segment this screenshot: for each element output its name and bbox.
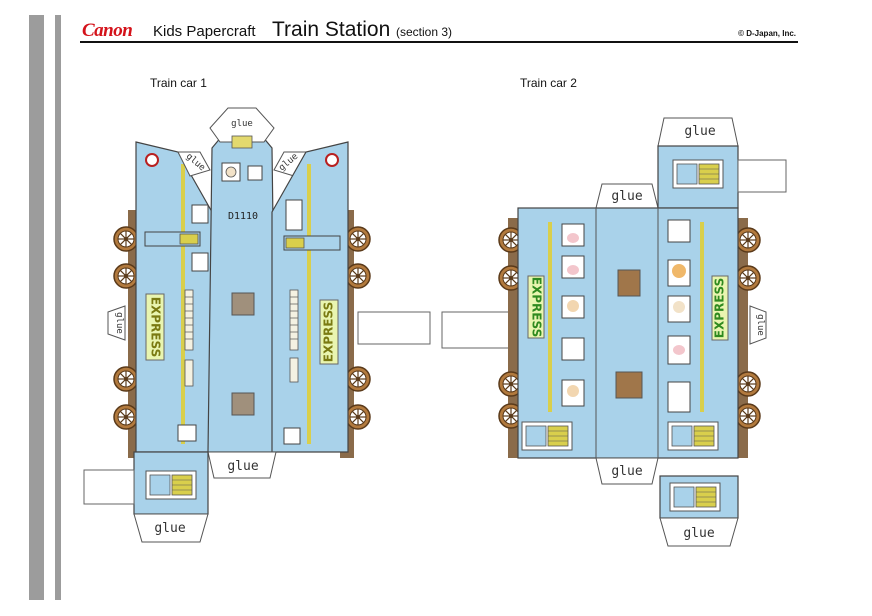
car1-glue-label-left: glue xyxy=(114,312,124,334)
car1-glue-tab-end xyxy=(133,513,209,543)
car1-end-connector-tab xyxy=(83,469,135,505)
car2-express-sign-left xyxy=(527,275,545,339)
car1-glue-tab-left xyxy=(107,305,126,341)
series-name: Kids Papercraft xyxy=(153,23,256,40)
page-header: Canon Kids Papercraft Train Station (sec… xyxy=(80,14,798,44)
car1-window-left-2 xyxy=(191,252,209,272)
car1-stripe-right xyxy=(307,164,311,444)
car2-stripe-left xyxy=(548,222,552,412)
svg-text:glue: glue xyxy=(611,189,642,204)
car1-connector-tab xyxy=(357,311,431,345)
car1-nose-cap xyxy=(209,107,275,143)
svg-text:glue: glue xyxy=(611,464,642,479)
car1-roof-hatch-2 xyxy=(231,392,255,416)
car1-window-right-1 xyxy=(285,199,303,231)
car1-express-text-left: EXPRESS xyxy=(149,297,163,357)
svg-text:glue: glue xyxy=(683,526,714,541)
car1-nose-glue-label: glue xyxy=(231,119,253,129)
copyright-notice: © D-Japan, Inc. xyxy=(738,29,796,38)
car1-vents-left xyxy=(184,289,194,387)
svg-text:glue: glue xyxy=(755,314,765,336)
car2-stripe-right xyxy=(700,222,704,412)
car2-express-sign-right xyxy=(711,275,729,341)
car1-headlight-right xyxy=(325,153,339,167)
car1-number: D1110 xyxy=(228,211,258,222)
car2-label: Train car 2 xyxy=(520,76,577,90)
car1-window-left-3 xyxy=(177,424,197,442)
car2-glue-tab-bottom-right xyxy=(659,517,739,547)
svg-text:glue: glue xyxy=(684,124,715,139)
car1-vents-right xyxy=(289,289,299,383)
left-margin-bar-inner xyxy=(55,15,61,600)
car2-glue-tab-bottom-center xyxy=(595,457,659,485)
car1-window-right-2 xyxy=(283,427,301,445)
car2-windows-right xyxy=(667,219,691,413)
car1-express-sign-right xyxy=(319,299,339,365)
car2-roof-hatch-2 xyxy=(615,371,643,399)
car1-glue-tab-bottom xyxy=(207,451,277,479)
car1-glue-label-end: glue xyxy=(154,521,185,536)
car2-roof-hatch-1 xyxy=(617,269,641,297)
car2-connector-tab xyxy=(441,311,515,349)
car2-express-text-left: EXPRESS xyxy=(530,277,544,337)
train-car-2-net: glue glue glue EXPRESS xyxy=(441,117,787,547)
car1-glue-label-bottom: glue xyxy=(227,459,258,474)
car1-express-sign-left xyxy=(145,293,165,361)
car1-window-left-1 xyxy=(191,204,209,224)
car1-stripe-left xyxy=(181,164,185,444)
car2-end-connector-top xyxy=(737,159,787,193)
car2-glue-tab-right xyxy=(749,305,767,345)
car2-windows-left xyxy=(561,223,585,407)
train-car-1-net: glue EXPRESS glue glue xyxy=(83,107,431,543)
section-label: (section 3) xyxy=(396,25,453,39)
car1-roof-hatch-1 xyxy=(231,292,255,316)
page-title: Train Station xyxy=(272,18,391,41)
header-rule xyxy=(80,41,798,43)
car1-label: Train car 1 xyxy=(150,76,207,90)
left-margin-bar-outer xyxy=(29,15,44,600)
car1-headlight-left xyxy=(145,153,159,167)
car1-express-text-right: EXPRESS xyxy=(322,302,336,362)
car1-glue-tab-nose-left xyxy=(177,151,211,177)
car1-nose-emblem xyxy=(231,135,253,149)
car2-express-text-right: EXPRESS xyxy=(713,278,727,338)
brand-logo: Canon xyxy=(82,20,133,41)
